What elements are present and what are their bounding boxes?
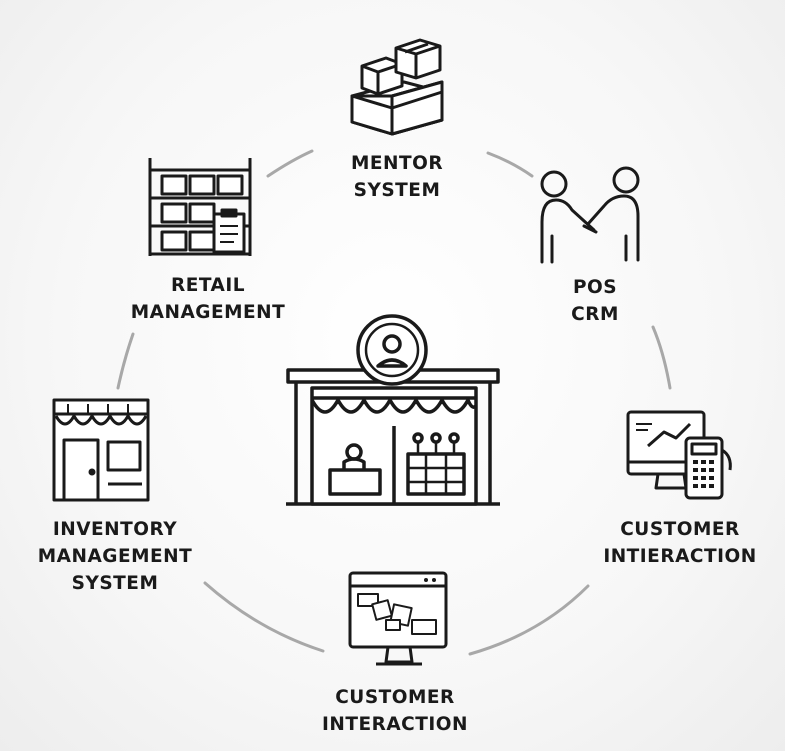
node-label-pos: POS CRM [571, 277, 619, 325]
boxes-icon [350, 38, 444, 136]
shelving-icon [148, 158, 252, 256]
ring-arc-left [116, 332, 135, 390]
store-icon [286, 314, 500, 506]
node-label-customer-right: CUSTOMER INTIERACTION [603, 519, 757, 567]
monitor-icon [348, 571, 448, 666]
cycle-ring [116, 149, 672, 656]
node-label-retail: RETAIL MANAGEMENT [130, 275, 286, 323]
ring-arc-right [651, 325, 672, 390]
ring-arc-top-right [486, 151, 534, 178]
shopfront-icon [52, 398, 150, 502]
ring-arc-bottom-right [468, 584, 590, 656]
node-label-mentor: MENTOR SYSTEM [350, 153, 444, 201]
handshake-icon [540, 166, 640, 264]
node-label-inventory: INVENTORY MANAGEMENT SYSTEM [37, 519, 193, 594]
ring-arc-bottom-left [203, 581, 325, 653]
ring-arc-top-left [266, 149, 314, 178]
pos-terminal-icon [626, 410, 732, 500]
node-label-customer-bottom: CUSTOMER INTERACTION [322, 687, 468, 735]
